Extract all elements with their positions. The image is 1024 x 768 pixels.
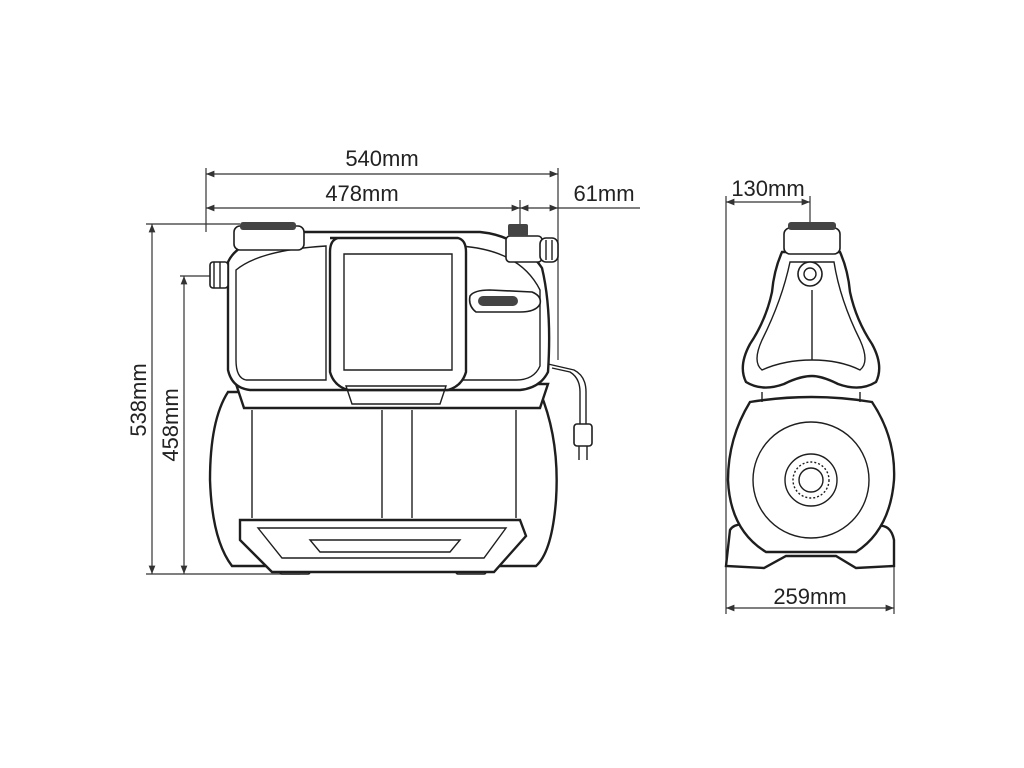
fill-cap <box>233 222 305 251</box>
base-handle <box>238 518 528 574</box>
body-width-label: 478mm <box>325 181 398 206</box>
pump-front-view <box>208 222 593 575</box>
total-height-label: 538mm <box>126 363 151 436</box>
motor-saddle <box>741 250 881 389</box>
pump-head-circle <box>726 395 896 554</box>
side-base-width-label: 259mm <box>773 584 846 609</box>
motor-housing <box>226 230 551 405</box>
front-width-dimensions: 540mm 478mm 61mm <box>205 146 640 360</box>
power-cable <box>547 363 593 460</box>
side-top-fitting <box>783 222 841 287</box>
pump-side-view <box>724 222 896 570</box>
body-height-label: 458mm <box>158 388 183 461</box>
side-width-dimensions: 130mm 259mm <box>725 176 895 614</box>
outlet-fitting <box>505 224 559 263</box>
fitting-width-label: 61mm <box>573 181 634 206</box>
total-width-label: 540mm <box>345 146 418 171</box>
inlet-connector <box>209 261 229 289</box>
front-height-dimensions: 538mm 458mm <box>126 223 300 575</box>
side-top-width-label: 130mm <box>731 176 804 201</box>
